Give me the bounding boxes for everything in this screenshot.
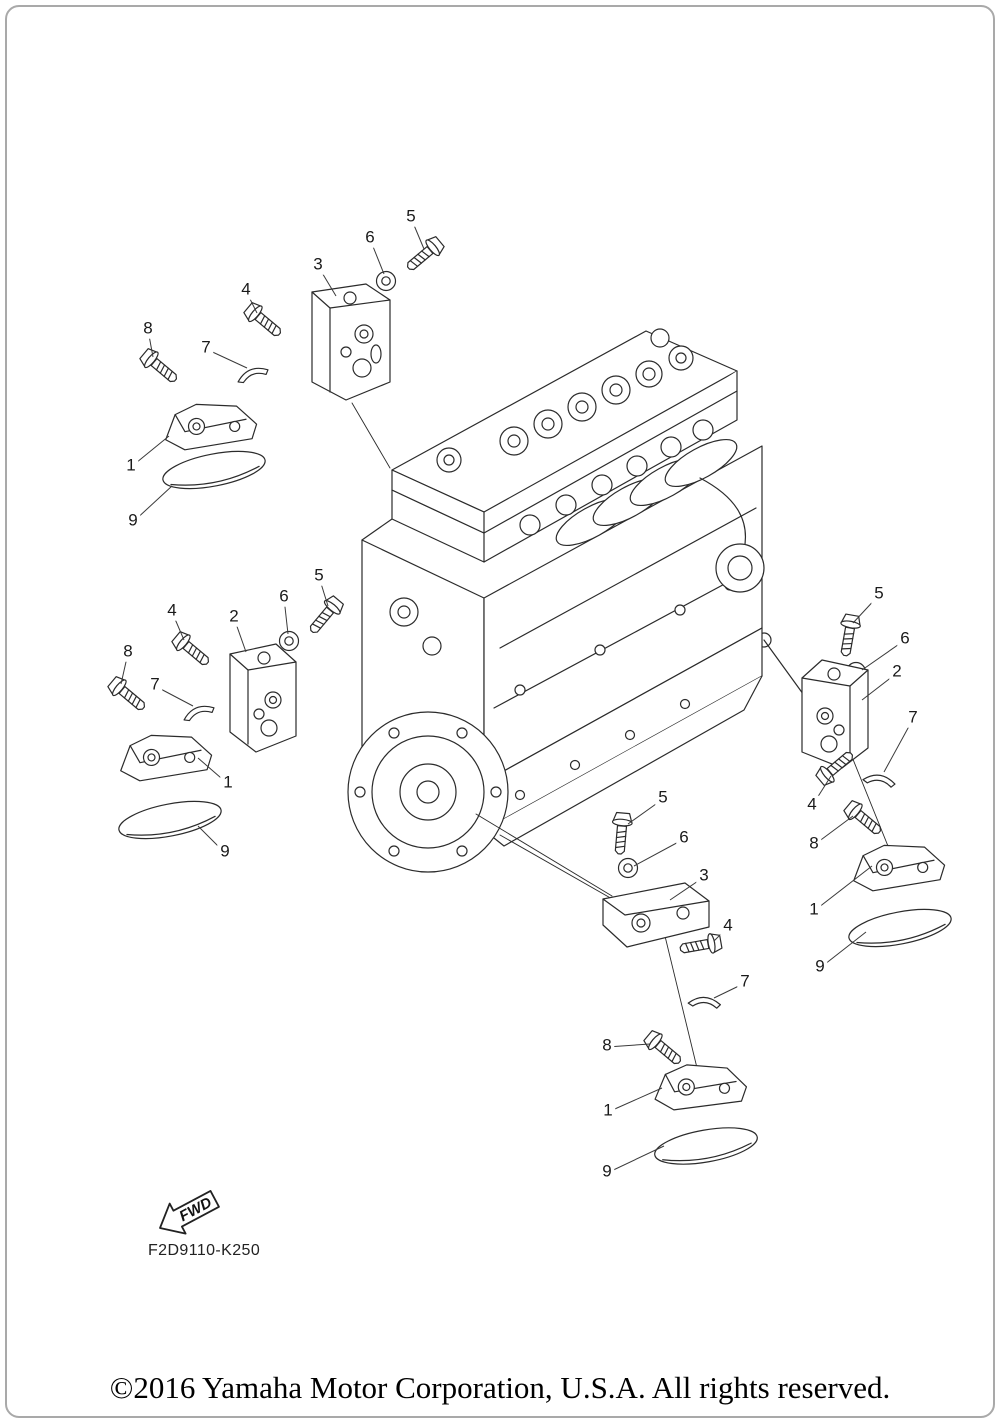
- valve-cover: [391, 328, 738, 534]
- callout-9: 9: [125, 511, 141, 531]
- callout-4: 4: [720, 916, 736, 936]
- part-cover-9: [651, 1120, 761, 1172]
- engine-illustration: [347, 328, 807, 873]
- flywheel-housing: [347, 711, 509, 873]
- callout-9: 9: [599, 1162, 615, 1182]
- part-group-mid-left: [105, 593, 347, 847]
- part-clip-7: [235, 364, 271, 385]
- fwd-arrow-shape: [159, 1190, 220, 1235]
- callout-5: 5: [403, 207, 419, 227]
- callout-9: 9: [812, 957, 828, 977]
- copyright-text: ©2016 Yamaha Motor Corporation, U.S.A. A…: [109, 1370, 891, 1405]
- part-mount-1: [116, 728, 215, 784]
- fwd-arrow: FWD: [159, 1190, 220, 1235]
- callout-6: 6: [676, 828, 692, 848]
- part-clip-7: [861, 770, 897, 791]
- part-bolt-5: [834, 612, 863, 658]
- part-mount-1: [161, 397, 260, 453]
- part-group-bottom-center: [602, 811, 761, 1172]
- callout-5: 5: [655, 788, 671, 808]
- callout-2: 2: [226, 607, 242, 627]
- callout-5: 5: [311, 566, 327, 586]
- callout-4: 4: [238, 280, 254, 300]
- callout-5: 5: [871, 584, 887, 604]
- callout-1: 1: [600, 1101, 616, 1121]
- part-bolt-8: [105, 673, 151, 717]
- part-mount-1: [849, 838, 948, 894]
- callout-8: 8: [140, 319, 156, 339]
- part-washer-6: [617, 857, 639, 879]
- callout-7: 7: [198, 338, 214, 358]
- callout-6: 6: [276, 587, 292, 607]
- part-mount-1: [652, 1060, 749, 1112]
- part-bolt-4: [169, 628, 215, 672]
- callout-7: 7: [737, 972, 753, 992]
- assembly-axis-lines: [351, 402, 893, 1073]
- callout-6: 6: [897, 629, 913, 649]
- part-bolt-4: [678, 931, 724, 960]
- part-cover-9: [115, 793, 225, 847]
- callout-4: 4: [804, 795, 820, 815]
- mount-parts-layer: [105, 233, 955, 1172]
- callout-8: 8: [120, 642, 136, 662]
- part-washer-6: [375, 270, 397, 292]
- diagram-code: F2D9110-K250: [148, 1242, 261, 1259]
- callout-1: 1: [806, 900, 822, 920]
- part-bolt-4: [241, 299, 287, 343]
- part-bracket-3: [311, 283, 391, 401]
- part-bolt-5: [303, 593, 347, 639]
- part-clip-7: [181, 702, 217, 723]
- part-washer-6: [278, 630, 300, 652]
- part-bolt-5: [609, 811, 634, 856]
- part-bolt-8: [137, 345, 183, 389]
- callout-1: 1: [220, 773, 236, 793]
- part-bracket-3: [602, 882, 710, 948]
- part-bolt-5: [401, 233, 447, 277]
- callout-8: 8: [599, 1036, 615, 1056]
- callout-4: 4: [164, 601, 180, 621]
- callout-7: 7: [905, 708, 921, 728]
- callout-9: 9: [217, 842, 233, 862]
- exhaust-manifold: [555, 438, 765, 593]
- callout-1: 1: [123, 456, 139, 476]
- part-cover-9: [845, 901, 955, 955]
- part-bracket-2: [801, 659, 869, 769]
- callout-6: 6: [362, 228, 378, 248]
- callout-2: 2: [889, 662, 905, 682]
- part-bolt-8: [641, 1027, 687, 1071]
- callout-8: 8: [806, 834, 822, 854]
- part-cover-9: [159, 443, 269, 497]
- part-bolt-8: [841, 797, 887, 841]
- callout-3: 3: [310, 255, 326, 275]
- part-bracket-2: [229, 643, 297, 753]
- callout-3: 3: [696, 866, 712, 886]
- cylinder-head: [391, 390, 738, 563]
- part-group-top-left: [137, 233, 447, 497]
- callout-7: 7: [147, 675, 163, 695]
